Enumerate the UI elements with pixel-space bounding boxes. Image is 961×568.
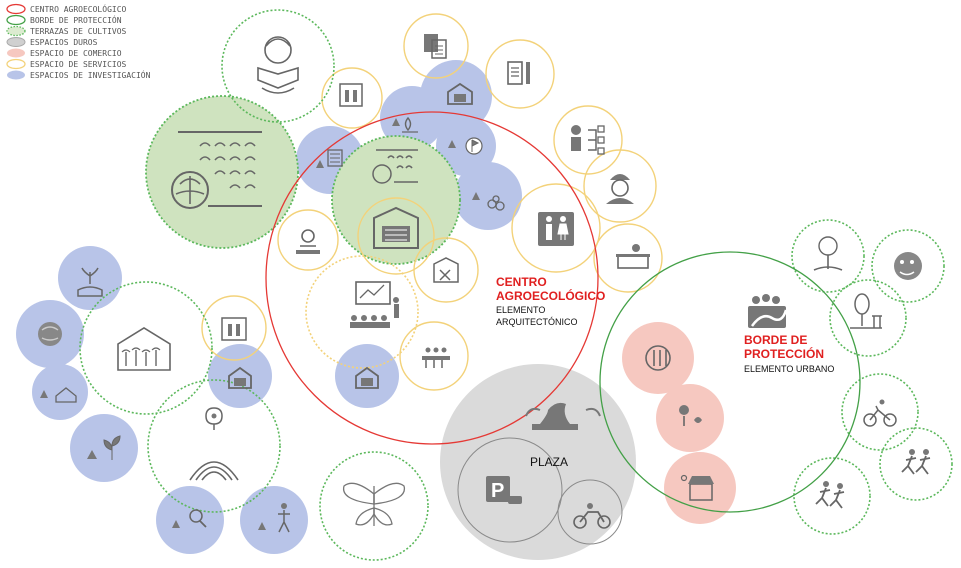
motorcycle-subcircle: [557, 479, 623, 545]
home-icon: [355, 366, 379, 389]
soil-sample-icon: [38, 322, 62, 346]
legend-label: ESPACIO DE SERVICIOS: [30, 60, 127, 69]
legend: CENTRO AGROECOLÓGICO BORDE DE PROTECCIÓN…: [6, 3, 151, 80]
motorcycle-icon: [573, 503, 611, 529]
greenhouse-icon: [117, 327, 171, 371]
centro-agroecologico-circle: [265, 111, 599, 445]
restroom-small-icon: [339, 83, 363, 107]
tools-box-icon: [433, 257, 459, 283]
legend-label: ESPACIOS DE INVESTIGACIÓN: [30, 69, 151, 80]
crop-rows-small-icon: [372, 149, 418, 184]
legend-label: TERRAZAS DE CULTIVOS: [30, 27, 127, 36]
legend-item-centro: CENTRO AGROECOLÓGICO: [6, 3, 127, 15]
parking-subcircle: [457, 437, 563, 543]
runners-icon: [901, 449, 931, 475]
lab-plant-icon: [87, 435, 121, 460]
bicycle-icon: [863, 399, 897, 427]
plaza-label: PLAZA: [530, 455, 568, 469]
tree-landscape-icon: [813, 236, 843, 271]
parking-icon: P: [486, 476, 522, 504]
market-plant-icon: [679, 405, 702, 426]
centro-label: CENTRO AGROECOLÓGICO ELEMENTO ARQUITECTÓ…: [496, 275, 605, 327]
centro-title-line1: CENTRO: [496, 275, 547, 289]
research-circle: [208, 344, 272, 408]
restaurant-icon: [645, 345, 671, 371]
butterfly-icon: [342, 482, 406, 526]
document-list-icon: [507, 61, 530, 85]
restroom-small-icon: [221, 317, 247, 341]
svg-text:P: P: [491, 480, 504, 502]
classroom-icon: [350, 281, 399, 328]
centro-subtitle-line2: ARQUITECTÓNICO: [496, 317, 578, 327]
lab-water-icon: [392, 108, 418, 133]
legend-item-duros: ESPACIOS DUROS: [6, 37, 98, 47]
borde-subtitle: ELEMENTO URBANO: [744, 364, 834, 374]
org-chart-icon: [571, 125, 605, 155]
crop-rows-icon: [171, 131, 262, 209]
nurse-icon: [606, 174, 634, 204]
reception-desk-icon: [616, 244, 650, 269]
commerce-circle: [622, 322, 694, 394]
research-circle: [380, 86, 444, 150]
legend-label: BORDE DE PROTECCIÓN: [30, 14, 122, 25]
research-circle: [156, 486, 224, 554]
lab-flag-icon: [448, 130, 483, 155]
classroom-circle: [305, 255, 419, 369]
borde-label: BORDE DE PROTECCIÓN ELEMENTO URBANO: [744, 333, 834, 374]
borde-title-line1: BORDE DE: [744, 333, 807, 347]
machinery-icon: [296, 229, 320, 254]
child-reading-icon: [257, 36, 299, 94]
lab-researcher-icon: [258, 503, 290, 533]
fountain-icon: [525, 402, 601, 430]
home-icon: [228, 366, 252, 389]
legend-label: ESPACIOS DUROS: [30, 38, 98, 47]
market-stall-icon: [680, 474, 714, 501]
theater-masks-icon: [894, 252, 922, 280]
lab-building-icon: [316, 149, 343, 168]
research-circle: [335, 344, 399, 408]
warehouse-icon: [373, 206, 419, 249]
restroom-large-icon: [538, 212, 574, 246]
research-circle: [70, 414, 138, 482]
borde-proteccion-circle: [599, 251, 861, 513]
legend-item-borde: BORDE DE PROTECCIÓN: [6, 14, 122, 26]
research-circle: [454, 162, 522, 230]
lab-greenhouse-icon: [40, 382, 77, 403]
borde-title-line2: PROTECCIÓN: [744, 346, 824, 361]
home-icon: [447, 82, 473, 105]
crop-terrace-center: [331, 135, 461, 265]
location-arc-icon: [189, 407, 239, 481]
hand-plant-icon: [77, 267, 103, 297]
plaza-circle: [440, 364, 636, 560]
legend-item-investigacion: ESPACIOS DE INVESTIGACIÓN: [7, 69, 151, 80]
legend-item-servicios: ESPACIO DE SERVICIOS: [6, 58, 127, 70]
service-circles: [201, 13, 663, 391]
legend-label: CENTRO AGROECOLÓGICO: [30, 3, 127, 14]
meeting-icon: [422, 347, 450, 368]
centro-title-line2: AGROECOLÓGICO: [496, 288, 605, 303]
legend-item-terrazas: TERRAZAS DE CULTIVOS: [6, 25, 127, 37]
lab-rocks-icon: [472, 182, 505, 211]
legend-label: ESPACIO DE COMERCIO: [30, 49, 122, 58]
park-icon: [850, 293, 882, 329]
document-folder-icon: [424, 34, 447, 59]
green-dotted-circles: [79, 9, 953, 561]
runners-icon: [815, 481, 845, 509]
commerce-circle: [664, 452, 736, 524]
commerce-circle: [656, 384, 724, 452]
community-path-icon: [748, 294, 788, 328]
lab-magnifier-icon: [172, 509, 207, 528]
legend-item-comercio: ESPACIO DE COMERCIO: [7, 48, 122, 58]
research-circle: [240, 486, 308, 554]
centro-subtitle-line1: ELEMENTO: [496, 305, 545, 315]
